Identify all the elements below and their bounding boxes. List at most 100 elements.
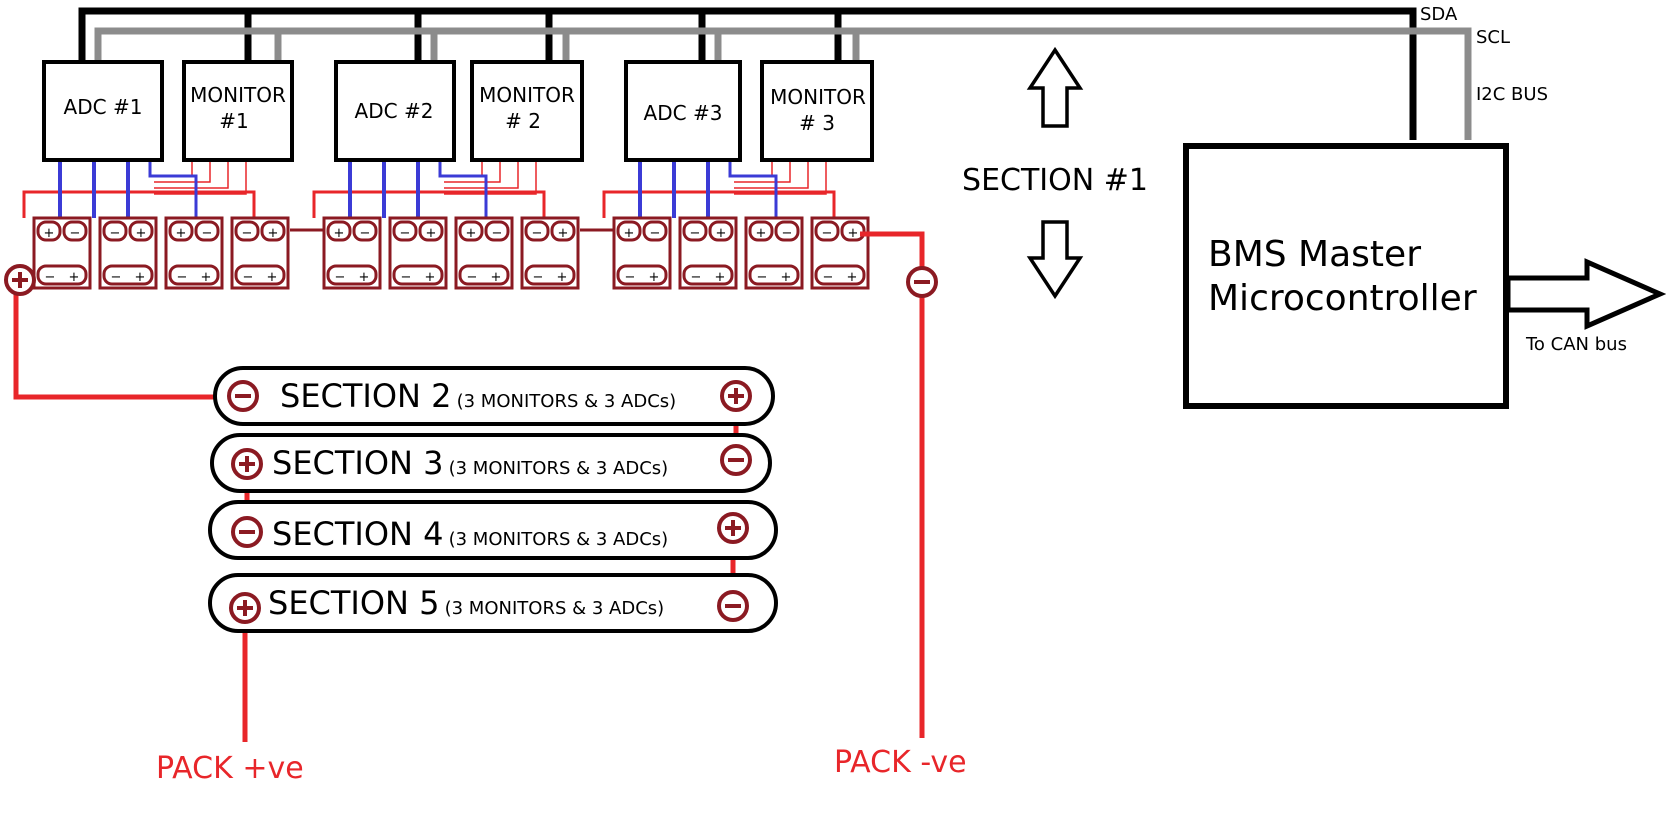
group-1-cell-4-top-left-sign: − xyxy=(242,226,253,241)
group-3-cell-4-bottom-right-sign: + xyxy=(847,270,858,285)
section-4-title-row: SECTION 4 (3 MONITORS & 3 ADCs) xyxy=(272,515,668,553)
group-3-cell-3-top-right-sign: − xyxy=(782,226,793,241)
section-3-title-row: SECTION 3 (3 MONITORS & 3 ADCs) xyxy=(272,444,668,482)
group-3-cell-1-top-right-sign: − xyxy=(650,226,661,241)
group-1-cell-2-bottom-left-sign: − xyxy=(111,270,122,285)
i2c-bus-label: I2C BUS xyxy=(1476,84,1548,105)
group-3-cell-2-top-right-terminal xyxy=(708,220,734,242)
pack-negative-label: PACK -ve xyxy=(834,745,967,780)
group-3-cell-4-top-right-terminal xyxy=(840,220,866,242)
sda-label: SDA xyxy=(1420,4,1458,25)
group-1-cell-3-top-right-terminal xyxy=(194,220,220,242)
group-3-cell-3-top-right-terminal xyxy=(774,220,800,242)
section-5-title: SECTION 5 xyxy=(268,584,440,622)
bms-master: BMS Master Microcontroller To CAN bus xyxy=(1183,143,1666,409)
group-2-cell-1-top-right-terminal xyxy=(352,220,378,242)
adc-2-box xyxy=(334,60,456,162)
group-1-cell-4-bottom-left-sign: − xyxy=(243,270,254,285)
section-4-title: SECTION 4 xyxy=(272,515,444,553)
group-3-mux-wire xyxy=(728,160,778,218)
group-3-cell-4-top-left-terminal xyxy=(814,220,840,242)
monitor-1-box xyxy=(182,60,294,162)
monitor-2-number: # 2 xyxy=(505,109,541,133)
group-3-monitor-sense-2 xyxy=(734,160,791,183)
group-3-cell-1-bottom-terminal xyxy=(616,264,668,286)
group-2-cell-3-top-right-terminal xyxy=(484,220,510,242)
group-2-cell-3-top-left-sign: + xyxy=(466,226,477,241)
group-1-cell-1-top-right-sign: − xyxy=(70,226,81,241)
group-3-cell-3-top-left-sign: + xyxy=(756,226,767,241)
group-3-cell-1-bottom-right-sign: + xyxy=(649,270,660,285)
group-1-cell-2-top-right-terminal xyxy=(128,220,154,242)
monitor-3-box xyxy=(760,60,874,162)
adc-2-label: ADC #2 xyxy=(355,99,434,123)
group-1-cell-2-top-left-terminal xyxy=(102,220,128,242)
section-1-indicator: SECTION #1 xyxy=(962,46,1148,300)
group-1-cell-2-bottom-terminal xyxy=(102,264,154,286)
group-1-cell-3-top-right-sign: − xyxy=(202,226,213,241)
scl-wire xyxy=(94,27,1472,140)
group-2-cell-1-top-left-terminal xyxy=(326,220,352,242)
bms-master-box xyxy=(1183,143,1509,409)
can-bus-label: To CAN bus xyxy=(1525,334,1627,355)
group-3-cell-4-top-right-sign: + xyxy=(848,226,859,241)
group-3-cell-3-bottom-right-sign: + xyxy=(781,270,792,285)
group-1-cell-4-top-right-sign: + xyxy=(268,226,279,241)
group-2-cell-2-top-right-sign: + xyxy=(426,226,437,241)
group-2-cell-1-bottom-left-sign: − xyxy=(335,270,346,285)
group-2-cell-2-top-right-terminal xyxy=(418,220,444,242)
group-3-monitor-sense-3 xyxy=(734,160,809,189)
section-3-title: SECTION 3 xyxy=(272,444,444,482)
group-2-cell-1-top-right-sign: − xyxy=(360,226,371,241)
group-2-monitor-sense-3 xyxy=(444,160,519,189)
group-1-cell-1-top-right-terminal xyxy=(62,220,88,242)
section-1-modules: ADC #1 MONITOR #1 ADC #2 MONITOR # 2 ADC… xyxy=(42,60,874,162)
group-1-cell-1-top-left-terminal xyxy=(36,220,62,242)
group-2-monitor-sense-2 xyxy=(444,160,501,183)
section-2-title: SECTION 2 xyxy=(280,377,452,415)
monitor-3-label: MONITOR xyxy=(770,85,866,109)
group-2-cell-3-bottom-left-sign: − xyxy=(467,270,478,285)
group-2-cell-4-bottom-left-sign: − xyxy=(533,270,544,285)
pack-positive-label: PACK +ve xyxy=(156,751,304,786)
section-3-subtitle: (3 MONITORS & 3 ADCs) xyxy=(449,458,669,479)
group-1-cell-3-bottom-left-sign: − xyxy=(177,270,188,285)
group-1-monitor-sense-2 xyxy=(154,160,211,183)
group-3-cell-3-bottom-left-sign: − xyxy=(757,270,768,285)
sections-2-5: SECTION 2 (3 MONITORS & 3 ADCs) SECTION … xyxy=(208,366,778,633)
monitor-2-label: MONITOR xyxy=(479,83,575,107)
group-2-cell-2-bottom-left-sign: − xyxy=(401,270,412,285)
group-3-cell-2-bottom-terminal xyxy=(682,264,734,286)
adc-3-label: ADC #3 xyxy=(644,101,723,125)
group-1-monitor-sense-1 xyxy=(154,160,193,177)
section-2-bar xyxy=(213,366,775,426)
adc-1-label: ADC #1 xyxy=(64,95,143,119)
monitor-3-number: # 3 xyxy=(799,111,835,135)
can-output-arrow-icon xyxy=(1505,258,1666,330)
group-2-cell-4-top-left-terminal xyxy=(524,220,550,242)
arrow-down-icon xyxy=(1026,220,1084,300)
group-2-cell-3-bottom-right-sign: + xyxy=(491,270,502,285)
group-2-cell-1-bottom-right-sign: + xyxy=(359,270,370,285)
group-3-cell-1-top-left-sign: + xyxy=(624,226,635,241)
bms-master-title: BMS Master xyxy=(1208,234,1421,275)
group-2-monitor-sense-1 xyxy=(444,160,483,177)
group-2-cell-3-bottom-terminal xyxy=(458,264,510,286)
group-2-cell-1-bottom-terminal xyxy=(326,264,378,286)
group-2-cell-2-top-left-sign: − xyxy=(400,226,411,241)
group-2-cell-2-bottom-right-sign: + xyxy=(425,270,436,285)
terminals xyxy=(4,264,938,624)
group-3-cell-2-bottom-left-sign: − xyxy=(691,270,702,285)
group-1-cell-3-top-left-terminal xyxy=(168,220,194,242)
group-2-cell-1-top-left-sign: + xyxy=(334,226,345,241)
bms-master-subtitle: Microcontroller xyxy=(1208,278,1477,319)
group-1-cell-4-top-left-terminal xyxy=(234,220,260,242)
adc-1-box xyxy=(42,60,164,162)
group-3-cell-3-bottom-terminal xyxy=(748,264,800,286)
group-1-mux-wire xyxy=(148,160,198,218)
group-2-cell-2-bottom-terminal xyxy=(392,264,444,286)
group-3-cell-4-top-left-sign: − xyxy=(822,226,833,241)
group-1-cell-2-top-left-sign: − xyxy=(110,226,121,241)
group-3-cell-1-top-left-terminal xyxy=(616,220,642,242)
